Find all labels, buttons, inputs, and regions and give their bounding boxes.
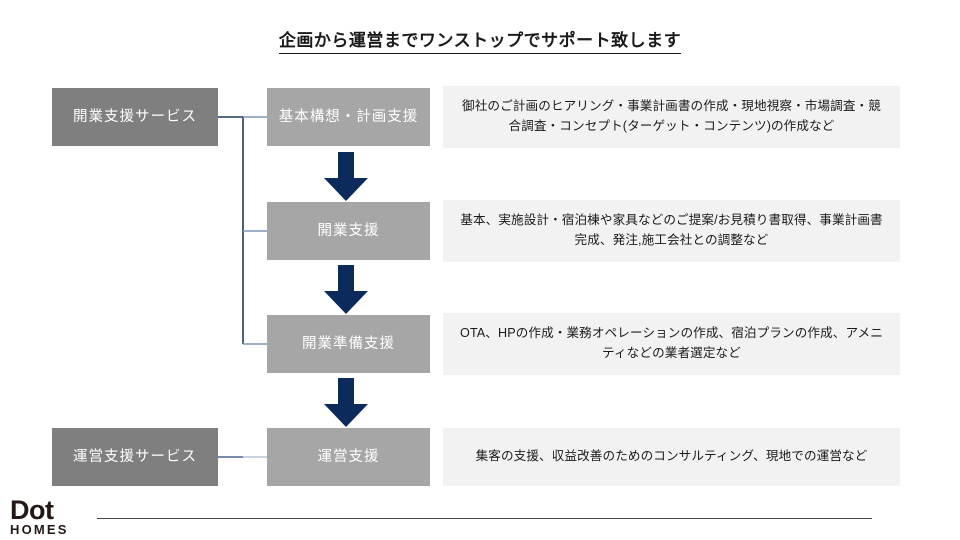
phase-box-2[interactable]: 開業支援 — [267, 202, 430, 260]
page-title-text: 企画から運営までワンストップでサポート致します — [278, 31, 682, 54]
down-arrow-icon — [322, 378, 370, 428]
phase-description-text: 集客の支援、収益改善のためのコンサルティング、現地での運営など — [475, 449, 868, 464]
down-arrow-icon — [322, 265, 370, 315]
service-box-kaigyo[interactable]: 開業支援サービス — [52, 88, 218, 146]
footer-divider — [97, 518, 872, 519]
brand-logo-sub: HOMES — [10, 522, 69, 538]
phase-description-3: OTA、HPの作成・業務オペレーションの作成、宿泊プランの作成、アメニティなどの… — [443, 313, 900, 375]
service-box-label: 運営支援サービス — [73, 448, 197, 465]
phase-description-2: 基本、実施設計・宿泊棟や家具などのご提案/お見積り書取得、事業計画書完成、発注,… — [443, 200, 900, 262]
phase-box-label: 基本構想・計画支援 — [278, 108, 419, 125]
phase-description-text: 基本、実施設計・宿泊棟や家具などのご提案/お見積り書取得、事業計画書完成、発注,… — [460, 213, 883, 247]
phase-box-label: 運営支援 — [317, 448, 380, 465]
brand-logo: Dot HOMES — [10, 495, 120, 538]
page-title: 企画から運営までワンストップでサポート致します — [0, 26, 960, 54]
brand-logo-main: Dot — [10, 495, 54, 525]
phase-description-1: 御社のご計画のヒアリング・事業計画書の作成・現地視察・市場調査・競合調査・コンセ… — [443, 86, 900, 148]
phase-box-1[interactable]: 基本構想・計画支援 — [267, 88, 430, 146]
service-box-unei[interactable]: 運営支援サービス — [52, 428, 218, 486]
phase-description-text: OTA、HPの作成・業務オペレーションの作成、宿泊プランの作成、アメニティなどの… — [460, 326, 883, 360]
phase-description-text: 御社のご計画のヒアリング・事業計画書の作成・現地視察・市場調査・競合調査・コンセ… — [462, 99, 881, 133]
service-box-label: 開業支援サービス — [73, 108, 197, 125]
phase-box-label: 開業準備支援 — [302, 335, 395, 352]
phase-box-3[interactable]: 開業準備支援 — [267, 315, 430, 373]
phase-box-4[interactable]: 運営支援 — [267, 428, 430, 486]
phase-description-4: 集客の支援、収益改善のためのコンサルティング、現地での運営など — [443, 428, 900, 486]
phase-box-label: 開業支援 — [317, 222, 380, 239]
down-arrow-icon — [322, 152, 370, 202]
